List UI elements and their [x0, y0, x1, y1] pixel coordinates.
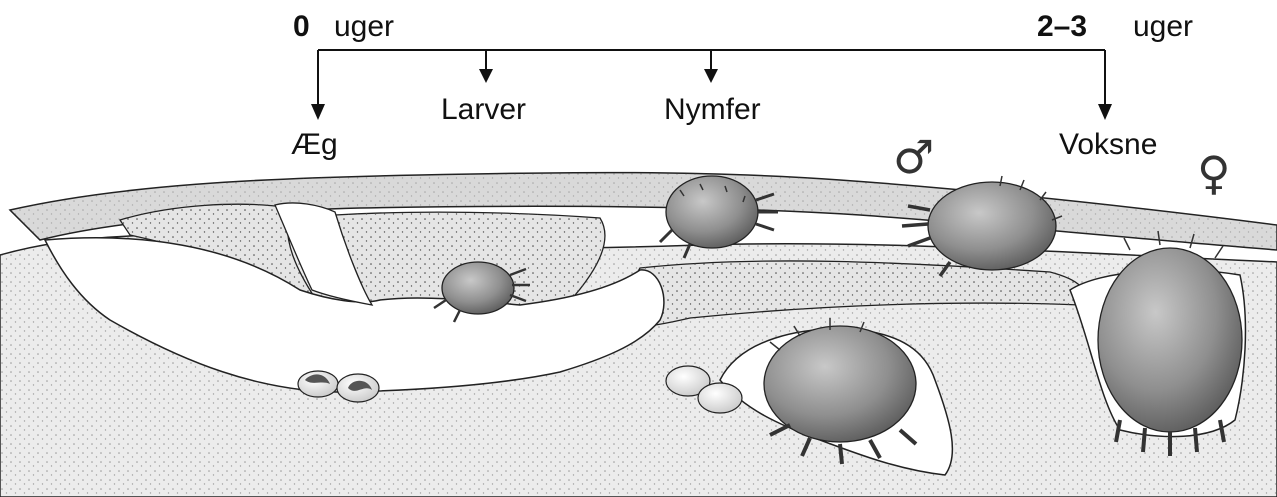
timeline-start-unit: uger	[334, 12, 394, 42]
stage-label-larvae: Larver	[441, 95, 526, 125]
arrowhead-nymphs	[704, 69, 718, 83]
arrowhead-adults	[1098, 104, 1112, 120]
arrowhead-egg	[311, 104, 325, 120]
stage-label-nymphs: Nymfer	[664, 95, 761, 125]
stage-label-adults: Voksne	[1059, 130, 1157, 160]
timeline-end-value: 2–3	[1037, 12, 1087, 42]
timeline-start-value: 0	[293, 12, 310, 42]
stage-label-egg: Æg	[291, 130, 338, 160]
arrowhead-larvae	[479, 69, 493, 83]
female-symbol-icon: ♀	[1197, 150, 1231, 196]
male-symbol-icon: ♂	[893, 134, 934, 180]
timeline-end-unit: uger	[1133, 12, 1193, 42]
